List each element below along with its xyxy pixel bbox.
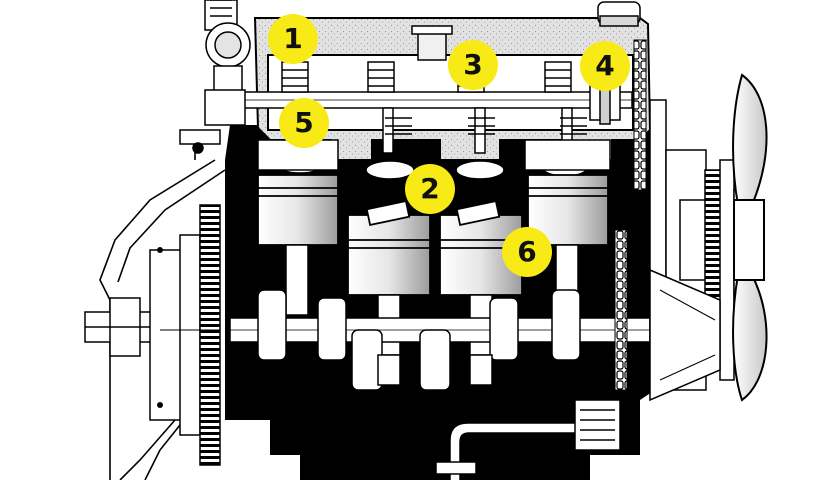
callout-3: 3 bbox=[448, 40, 498, 90]
distributor bbox=[204, 0, 251, 126]
callout-1-label: 1 bbox=[283, 22, 303, 55]
oil-drain-plug bbox=[435, 461, 477, 475]
callout-4-label: 4 bbox=[595, 49, 615, 82]
piston-2 bbox=[347, 199, 431, 296]
piston-3 bbox=[439, 199, 523, 296]
callout-5-label: 5 bbox=[294, 106, 314, 139]
spark-plug bbox=[179, 129, 221, 154]
callout-2: 2 bbox=[405, 164, 455, 214]
radiator-fan bbox=[732, 73, 768, 402]
combustion-chambers bbox=[257, 139, 611, 171]
flywheel bbox=[149, 204, 221, 466]
oil-pickup-outline bbox=[449, 422, 585, 480]
callout-1: 1 bbox=[268, 14, 318, 64]
piston-1 bbox=[257, 174, 339, 246]
top-right-cap bbox=[597, 1, 641, 27]
callout-4: 4 bbox=[580, 41, 630, 91]
oil-pickup bbox=[450, 423, 585, 480]
fan-belt-pulley bbox=[649, 268, 721, 402]
callout-2-label: 2 bbox=[420, 172, 440, 205]
callout-3-label: 3 bbox=[463, 48, 483, 81]
callout-5: 5 bbox=[279, 98, 329, 148]
output-shaft bbox=[84, 297, 156, 357]
timing-chain-upper bbox=[633, 39, 647, 191]
oil-filler bbox=[411, 25, 453, 61]
crankshaft bbox=[229, 289, 651, 391]
callout-6: 6 bbox=[502, 227, 552, 277]
oil-pump bbox=[574, 399, 621, 451]
timing-chain-lower bbox=[614, 229, 628, 391]
callout-6-label: 6 bbox=[517, 235, 537, 268]
